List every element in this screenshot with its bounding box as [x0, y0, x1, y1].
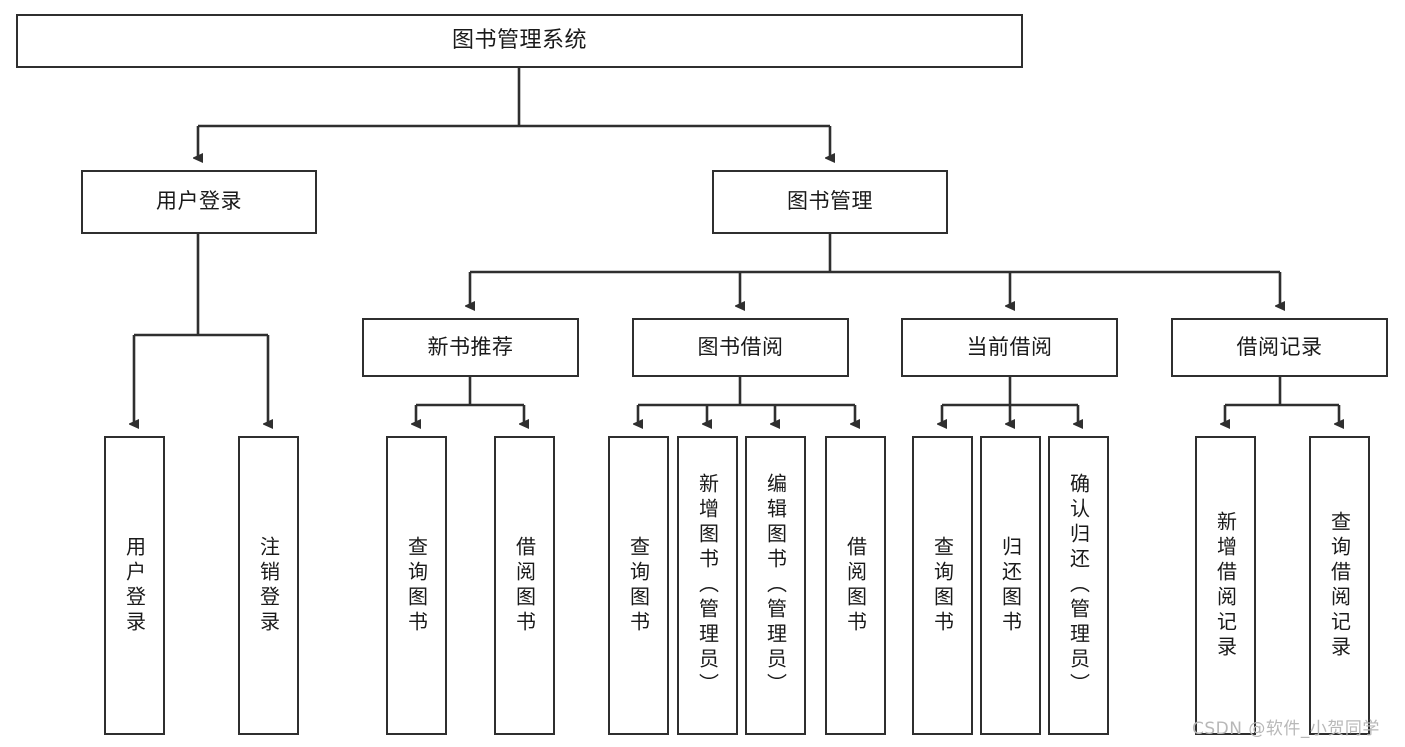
node-label: 新增借阅记录 — [1213, 510, 1238, 661]
node-leaf-query-book-1[interactable]: 查询图书 — [386, 436, 447, 735]
node-leaf-add-book-admin[interactable]: 新增图书（管理员） — [677, 436, 738, 735]
node-label: 注销登录 — [256, 535, 281, 636]
node-leaf-borrow-book-1[interactable]: 借阅图书 — [494, 436, 555, 735]
node-leaf-query-book-2[interactable]: 查询图书 — [608, 436, 669, 735]
node-label: 用户登录 — [122, 535, 147, 636]
node-label: 归还图书 — [998, 535, 1023, 636]
node-leaf-confirm-return-admin[interactable]: 确认归还（管理员） — [1048, 436, 1109, 735]
node-borrow-record[interactable]: 借阅记录 — [1171, 318, 1388, 377]
node-leaf-edit-book-admin[interactable]: 编辑图书（管理员） — [745, 436, 806, 735]
node-leaf-query-borrow-record[interactable]: 查询借阅记录 — [1309, 436, 1370, 735]
node-current-borrow[interactable]: 当前借阅 — [901, 318, 1118, 377]
node-label: 借阅图书 — [843, 535, 868, 636]
node-label: 借阅图书 — [512, 535, 537, 636]
node-label: 确认归还（管理员） — [1066, 473, 1091, 698]
node-leaf-return-book[interactable]: 归还图书 — [980, 436, 1041, 735]
node-leaf-add-borrow-record[interactable]: 新增借阅记录 — [1195, 436, 1256, 735]
node-label: 查询借阅记录 — [1327, 510, 1352, 661]
node-leaf-query-book-3[interactable]: 查询图书 — [912, 436, 973, 735]
node-label: 图书管理 — [787, 189, 873, 214]
node-leaf-user-login[interactable]: 用户登录 — [104, 436, 165, 735]
node-label: 新书推荐 — [427, 334, 514, 359]
node-label: 借阅记录 — [1236, 334, 1323, 359]
node-label: 编辑图书（管理员） — [763, 473, 788, 698]
node-book-borrow[interactable]: 图书借阅 — [632, 318, 849, 377]
node-label: 用户登录 — [156, 189, 242, 214]
node-book-manage[interactable]: 图书管理 — [712, 170, 948, 234]
node-label: 图书管理系统 — [451, 27, 587, 53]
node-label: 查询图书 — [404, 535, 429, 636]
node-label: 图书借阅 — [697, 334, 784, 359]
node-new-book-recommend[interactable]: 新书推荐 — [362, 318, 579, 377]
node-user-login[interactable]: 用户登录 — [81, 170, 317, 234]
node-label: 查询图书 — [626, 535, 651, 636]
node-label: 查询图书 — [930, 535, 955, 636]
node-leaf-logout-login[interactable]: 注销登录 — [238, 436, 299, 735]
node-root-book-management-system[interactable]: 图书管理系统 — [16, 14, 1023, 68]
node-leaf-borrow-book-2[interactable]: 借阅图书 — [825, 436, 886, 735]
node-label: 新增图书（管理员） — [695, 473, 720, 698]
node-label: 当前借阅 — [966, 334, 1053, 359]
